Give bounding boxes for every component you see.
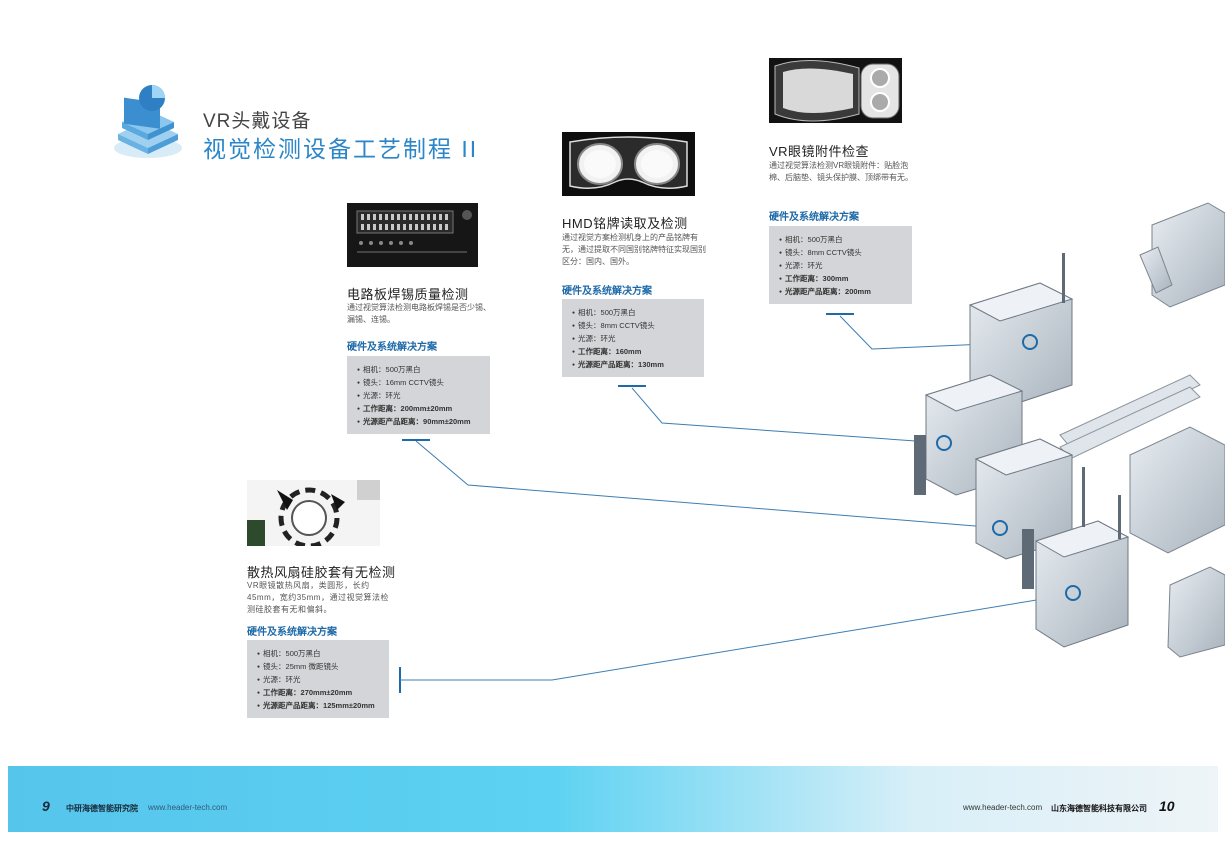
spec-camera: 相机：500万黑白 [257,648,379,661]
pcb-spec-box: 相机：500万黑白 镜头：16mm CCTV镜头 光源：环光 工作距离：200m… [347,356,490,434]
vr-description: 通过视觉算法检测VR眼镜附件：贴脸泡棉、后脑垫、镜头保护膜、顶绑带有无。 [769,161,913,182]
vr-spec-box: 相机：500万黑白 镜头：8mm CCTV镜头 光源：环光 工作距离：300mm… [769,226,912,304]
spec-light: 光源：环光 [779,260,902,273]
spec-camera: 相机：500万黑白 [572,307,694,320]
hmd-spec-box: 相机：500万黑白 镜头：8mm CCTV镜头 光源：环光 工作距离：160mm… [562,299,704,377]
pcb-title: 电路板焊锡质量检测 [347,287,469,302]
spec-lens: 镜头：8mm CCTV镜头 [572,320,694,333]
spec-light-distance: 光源距产品距离：130mm [572,359,694,372]
spec-working-distance: 工作距离：300mm [779,273,902,286]
header-subtitle: VR头戴设备 [203,111,312,132]
spec-camera: 相机：500万黑白 [357,364,480,377]
fan-description: VR眼镜散热风扇，类圆形，长约45mm，宽约35mm，通过视觉算法检测硅胶套有无… [247,581,389,614]
spec-working-distance: 工作距离：270mm±20mm [257,687,379,700]
fan-solution-heading: 硬件及系统解决方案 [247,627,337,638]
vr-accessory-image [769,58,902,123]
spec-working-distance: 工作距离：160mm [572,346,694,359]
header-stack-icon [114,85,182,158]
spec-light: 光源：环光 [572,333,694,346]
spec-light-distance: 光源距产品距离：90mm±20mm [357,416,480,429]
spec-lens: 镜头：8mm CCTV镜头 [779,247,902,260]
spec-lens: 镜头：16mm CCTV镜头 [357,377,480,390]
left-page-number: 9 [42,798,50,814]
hmd-description: 通过视觉方案检测机身上的产品铭牌有无，通过提取不同国别铭牌特征实现国别区分：国内… [562,233,706,266]
fan-title: 散热风扇硅胶套有无检测 [247,565,396,580]
spec-light: 光源：环光 [257,674,379,687]
footer-band [8,766,1218,832]
production-line-illustration [914,202,1225,658]
vr-connector-mark [826,313,854,315]
pcb-solution-heading: 硬件及系统解决方案 [347,342,437,353]
fan-spec-box: 相机：500万黑白 镜头：25mm 微距镜头 光源：环光 工作距离：270mm±… [247,640,389,718]
spec-light-distance: 光源距产品距离：125mm±20mm [257,700,379,713]
right-website-link[interactable]: www.header-tech.com [963,803,1043,812]
hmd-title: HMD铭牌读取及检测 [562,216,688,231]
vr-solution-heading: 硬件及系统解决方案 [769,212,859,223]
hmd-solution-heading: 硬件及系统解决方案 [562,286,652,297]
fan-silicone-image [247,480,380,546]
spec-light: 光源：环光 [357,390,480,403]
right-page-number: 10 [1159,798,1175,814]
hmd-nameplate-image [562,132,695,196]
fan-connector-mark [399,667,401,693]
hmd-connector-mark [618,385,646,387]
spec-working-distance: 工作距离：200mm±20mm [357,403,480,416]
pcb-solder-image [347,203,478,267]
spec-light-distance: 光源距产品距离：200mm [779,286,902,299]
left-org-name: 中研海德智能研究院 [66,804,138,813]
spec-lens: 镜头：25mm 微距镜头 [257,661,379,674]
header-title: 视觉检测设备工艺制程 II [203,136,479,162]
spec-camera: 相机：500万黑白 [779,234,902,247]
vr-title: VR眼镜附件检查 [769,144,870,159]
pcb-connector-mark [402,439,430,441]
left-website-link[interactable]: www.header-tech.com [148,803,228,812]
pcb-description: 通过视觉算法检测电路板焊锡是否少锡、漏锡、连锡。 [347,303,491,324]
right-org-name: 山东海德智能科技有限公司 [1051,804,1147,813]
